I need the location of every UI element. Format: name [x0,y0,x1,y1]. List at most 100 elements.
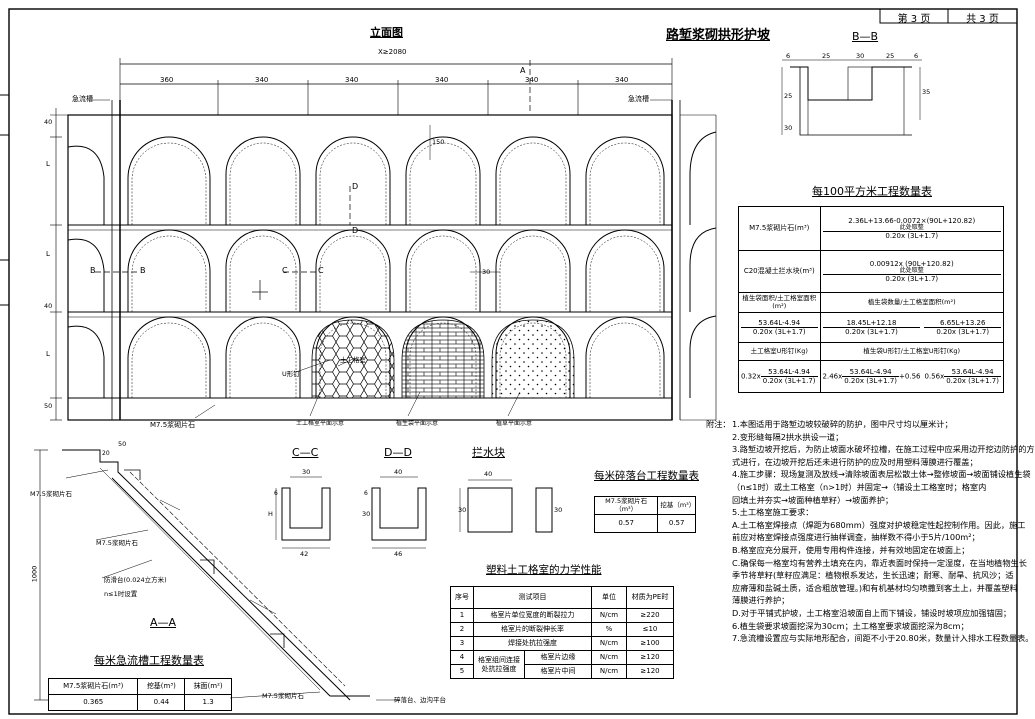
dim-30: 30 [482,268,491,276]
note-line: 应瘠薄和盐碱土质，适合粗放管理。)和有机基材均匀喷撒到客土上，并覆盖塑料 [732,582,1018,593]
label-plan-bag: 植生袋平面示意 [396,420,439,427]
note-line: 6.植生袋要求坡面挖深为30cm；土工格室要求坡面挖深为8cm； [732,620,969,631]
side-dim-3: L [46,250,50,258]
aa-title: A—A [150,616,177,629]
note-line: 2.变形缝每隔2拱水拱设一道； [732,431,844,442]
dd-w: 40 [394,468,403,476]
dim-4: 340 [435,76,449,84]
block-drawing [459,479,553,533]
arch-cell [585,229,665,312]
mech-r1-item: 格室片单位宽度的断裂拉力 [473,608,592,623]
mech-r3-val: ≥100 [626,636,674,651]
qty-r4-b-den: 0.20x (3L+1.7) [845,328,898,336]
arch-cell [405,229,481,312]
note-line: （n≤1时）或土工格室（n>1时）并固定→（铺设土工格室时；格室内 [732,481,987,492]
qty-r6-a-pre: 0.32x [741,372,761,381]
bb-section [781,59,922,136]
qty-r5-right: 植生袋U形钉/土工格室U形钉(Kg) [819,342,1005,361]
page-total: 共 3 页 [966,14,999,25]
mech-r4-sub: 格室片边缘 [524,650,592,665]
mech-r2-val: ≤10 [626,622,674,637]
mech-r5-unit: N/cm [591,664,627,679]
chute-v1: 0.365 [47,694,139,711]
notes-head: 附注： [706,419,731,429]
qty-r6-b-post: +0.56 [899,372,921,381]
mech-h-item: 测试项目 [473,586,592,609]
cc-t: 6 [274,490,278,497]
section-lines [95,60,531,273]
arch-cell [127,229,211,312]
qty-r3-left: 植生袋面积/土工格室面积(m²) [738,292,821,313]
mech-r1-val: ≥220 [626,608,674,623]
mark-d-bottom: D [352,226,359,235]
label-plan-grass: 植草平面示意 [496,420,533,427]
side-dim-5: L [46,350,50,358]
note-line: 5.土工格室施工要求： [732,507,814,518]
note-line: 前应对格室焊接点强度进行抽样调查，抽样数不得小于5片/100m²； [732,532,980,543]
side-dim-1: 40 [44,118,53,126]
block-title: 拦水块 [472,446,505,459]
note-line: 3.路堑边坡开挖后，为防止坡面水破坏拉槽，在施工过程中应采用边开挖边防护的方 [732,444,1035,455]
note-line: 季节将草籽(草籽应满足：植物根系发达，生长迅速；耐寒、耐旱、抗风沙；适 [732,570,1014,581]
label-plan-geocell: 土工格室平面示意 [296,420,345,427]
aa-label-platform2: n≤1时设置 [104,590,138,598]
platform-h2: 挖基（m³） [657,496,696,515]
qty-r4-a-num: 53.64L-4.94 [741,319,818,328]
arch-cell [127,136,211,225]
qty-r2-num: 0.00912x (90L+120.82) [869,259,954,268]
chute-v2: 0.44 [137,694,186,711]
aa-h1000: 1000 [30,565,39,583]
label-chute-right: 急流槽 [628,95,649,103]
note-line: 回填土并夯实→坡面种植草籽）→坡面养护； [732,494,894,505]
dim-total: X≥2080 [378,48,407,56]
label-cell: 土工格室 [340,356,366,364]
aa-label-base: 碎落台、边沟平台 [394,696,446,704]
platform-v1: 0.57 [593,514,659,533]
aa-label-bottom: M7.5浆砌片石 [262,692,304,700]
mech-h-no: 序号 [450,586,474,609]
arch-inner-edge [319,235,387,312]
block-d: 30 [554,506,563,514]
label-chute-left: 急流槽 [72,95,93,103]
arch-inner-edge [229,235,297,312]
mech-r1-no: 1 [450,608,474,623]
note-line: 薄膜进行养护； [732,595,790,606]
cc-section [275,476,331,549]
qty-r1-den: 0.20x (3L+1.7) [885,232,939,241]
notes-list: 1.本图适用于路堑边坡较破碎的防护，图中尺寸均以厘米计； 2.变形缝每隔2拱水拱设… [732,418,1035,645]
bb-dim-3: 30 [856,52,865,60]
bb-v-2: 30 [784,124,793,132]
qty-r3-right: 植生袋数量/土工格室面积(m²) [819,292,1005,313]
bb-dim-4: 25 [886,52,895,60]
chute-h1: M7.5浆砌片石(m³) [47,678,139,695]
note-line: 4.施工步骤：现场复测及放线→清除坡面表层松散土体→整修坡面→坡面铺设植生袋 [732,469,1031,480]
qty-r4-c-num: 6.65L+13.26 [924,319,1001,328]
mech-r2-item: 格室片的断裂伸长率 [473,622,592,637]
mech-r4-val: ≥120 [626,650,674,665]
qty-r6-c-pre: 0.56x [924,372,945,381]
qty-r1-label: M7.5浆砌片石(m³) [738,206,821,251]
qty-r2-den: 0.20x (3L+1.7) [885,275,939,284]
mech-r3-item: 焊接处抗拉强度 [473,636,592,651]
arch-inner-edge [409,142,477,225]
note-line: 1.本图适用于路堑边坡较破碎的防护，图中尺寸均以厘米计； [732,419,953,429]
sheet-border [8,8,1018,715]
side-dim-4: 40 [44,302,53,310]
bb-title: B—B [852,30,879,43]
mech-r3-unit: N/cm [591,636,627,651]
qty-r6-b-den: 0.20x (3L+1.7) [844,377,898,385]
qty-r2-label: C20混凝土拦水块(m³) [738,250,821,293]
mark-a: A [520,66,526,75]
dim-3: 340 [345,76,359,84]
qty-r4-c-den: 0.20x (3L+1.7) [936,328,990,336]
mech-r5-no: 5 [450,664,474,679]
cc-w: 30 [302,468,311,476]
arch-cell [495,229,571,312]
qty-table: M7.5浆砌片石(m³) 2.36L+13.66-0.0072×(90L+120… [738,206,1005,393]
chute-table-title: 每米急流槽工程数量表 [94,654,204,667]
cc-base: 42 [300,550,309,558]
qty-r4-a-den: 0.20x (3L+1.7) [752,328,806,336]
qty-r4-b-num: 18.45L+12.18 [822,319,921,328]
dd-base: 46 [394,550,403,558]
